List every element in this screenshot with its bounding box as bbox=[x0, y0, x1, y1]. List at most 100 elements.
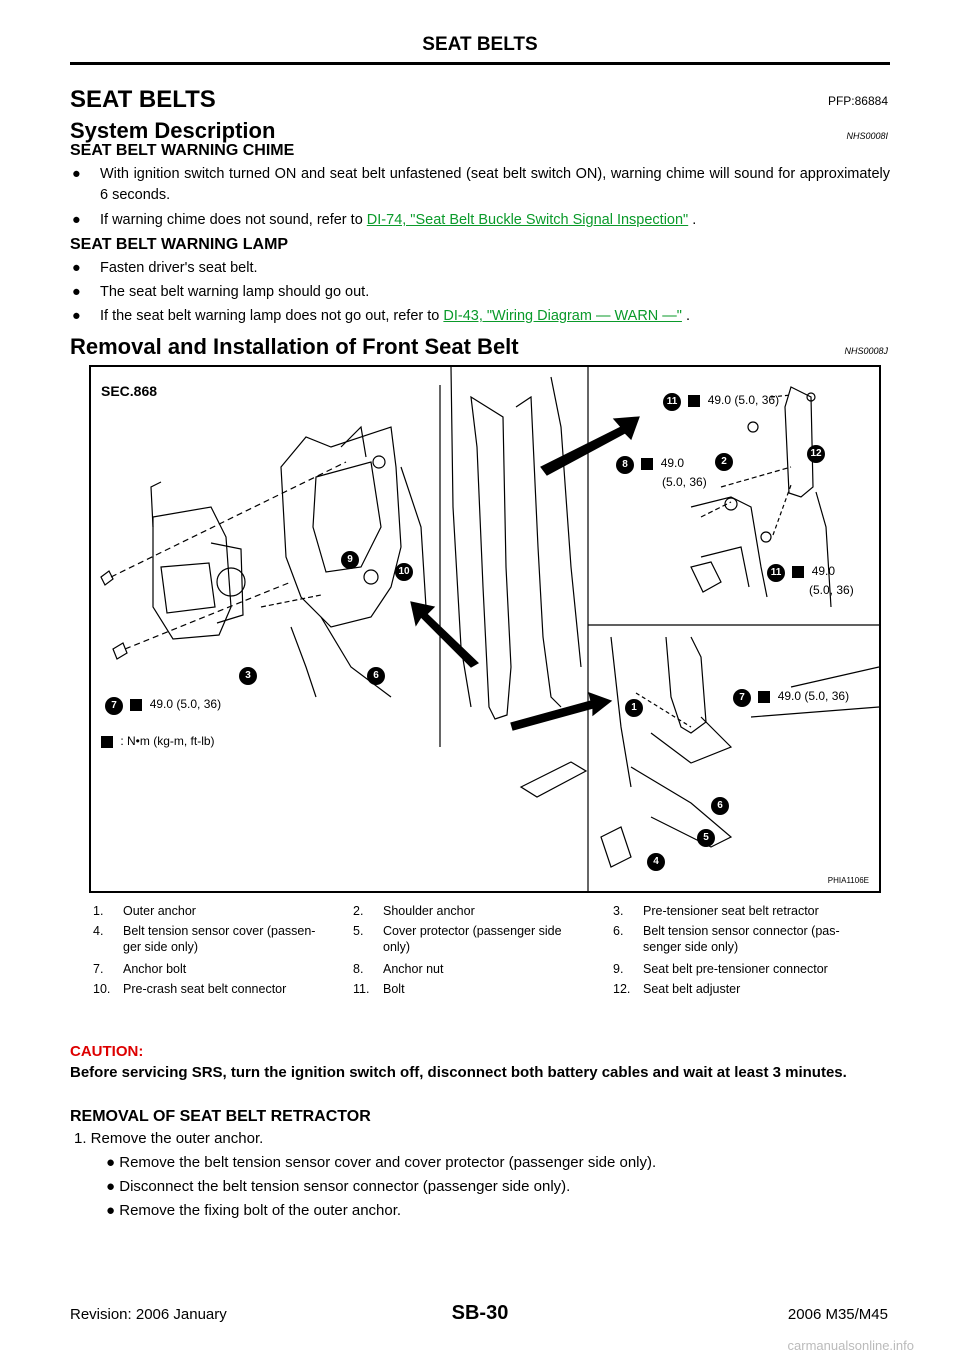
callout-1: 1 bbox=[625, 699, 643, 717]
bullet-text: With ignition switch turned ON and seat … bbox=[100, 166, 890, 203]
link-di-74[interactable]: DI-74, "Seat Belt Buckle Switch Signal I… bbox=[366, 212, 689, 228]
callout-7: 7 bbox=[733, 689, 751, 707]
torque-value-a: 49.0 bbox=[660, 456, 685, 470]
callout-10: 10 bbox=[395, 563, 413, 581]
callout-9: 9 bbox=[341, 551, 359, 569]
torque-icon bbox=[130, 698, 143, 711]
chime-bullet-2: ● If warning chime does not sound, refer… bbox=[72, 210, 890, 231]
system-description-title: System Description bbox=[70, 118, 276, 143]
torque-value: 49.0 (5.0, 36) bbox=[777, 689, 850, 703]
footer-model: 2006 M35/M45 bbox=[787, 1306, 888, 1323]
section-title: SEAT BELTS bbox=[70, 86, 216, 113]
legend-number: 12. bbox=[613, 982, 631, 996]
torque-icon bbox=[792, 565, 805, 578]
bullet-text: Remove the fixing bolt of the outer anch… bbox=[119, 1202, 402, 1219]
callout-6-left-wrap: 6 bbox=[367, 665, 385, 685]
callout-6: 6 bbox=[367, 667, 385, 685]
legend-number: 3. bbox=[613, 904, 624, 918]
bullet-dot: ● bbox=[106, 1202, 120, 1219]
bullet-dot: ● bbox=[106, 1154, 120, 1171]
period: . bbox=[681, 308, 691, 324]
header-rule bbox=[70, 62, 890, 65]
legend-number: 11. bbox=[353, 982, 370, 996]
legend-label: Seat belt pre-tensioner connector bbox=[643, 962, 828, 976]
lamp-bullet-3: ● If the seat belt warning lamp does not… bbox=[72, 306, 890, 327]
callout-2b: 2 bbox=[715, 453, 733, 471]
bullet-dot: ● bbox=[106, 1178, 120, 1195]
caution-heading: CAUTION: bbox=[70, 1043, 144, 1060]
torque-label-7-left: 7 49.0 (5.0, 36) bbox=[105, 697, 221, 715]
torque-icon bbox=[641, 457, 654, 470]
retractor-heading: REMOVAL OF SEAT BELT RETRACTOR bbox=[70, 1108, 371, 1125]
torque-label-7-right: 7 49.0 (5.0, 36) bbox=[733, 689, 849, 707]
callout-6-right-wrap: 6 bbox=[711, 795, 729, 815]
figure-code: PHIA1106E bbox=[827, 876, 869, 885]
bullet-text: If warning chime does not sound, refer t… bbox=[100, 212, 367, 228]
callout-9-wrap: 9 bbox=[341, 549, 359, 569]
torque-value-a: 49.0 bbox=[811, 564, 836, 578]
legend-label: Pre-tensioner seat belt retractor bbox=[643, 904, 819, 918]
system-description-code: NHS0008I bbox=[846, 131, 888, 141]
callout-3: 3 bbox=[239, 667, 257, 685]
legend-number: 6. bbox=[613, 924, 624, 938]
callout-5: 5 bbox=[697, 829, 715, 847]
callout-8: 8 bbox=[616, 456, 634, 474]
legend-label: Outer anchor bbox=[123, 904, 196, 918]
sec-code: SEC.868 bbox=[101, 383, 158, 399]
torque-value: 49.0 (5.0, 36) bbox=[149, 697, 222, 711]
torque-icon bbox=[688, 394, 701, 407]
page-header-title: SEAT BELTS bbox=[422, 34, 538, 55]
callout-12-wrap: 12 bbox=[807, 443, 825, 463]
bullet-text: The seat belt warning lamp should go out… bbox=[100, 284, 370, 300]
legend-label: Bolt bbox=[383, 982, 405, 996]
watermark: carmanualsonline.info bbox=[787, 1338, 914, 1353]
pfp-code: PFP:86884 bbox=[827, 94, 888, 108]
period: . bbox=[688, 212, 697, 228]
callout-5-wrap: 5 bbox=[697, 827, 715, 847]
torque-icon bbox=[101, 735, 113, 748]
legend-label: Cover protector (passenger side only) bbox=[383, 924, 562, 954]
legend-number: 7. bbox=[93, 962, 104, 976]
bullet-dot: ● bbox=[72, 284, 81, 300]
callout-11: 11 bbox=[663, 393, 681, 411]
torque-label-11-bottom: 11 49.0 (5.0, 36) bbox=[767, 563, 854, 598]
bullet-dot: ● bbox=[72, 212, 81, 228]
removal-code: NHS0008J bbox=[844, 346, 888, 356]
callout-11: 11 bbox=[767, 564, 785, 582]
footer-revision: Revision: 2006 January bbox=[70, 1306, 227, 1323]
callout-6: 6 bbox=[711, 797, 729, 815]
torque-icon bbox=[758, 690, 771, 703]
callout-1-wrap: 1 bbox=[625, 697, 643, 717]
legend-label: Seat belt adjuster bbox=[643, 982, 741, 996]
legend-label: Pre-crash seat belt connector bbox=[123, 982, 287, 996]
bullet-text: If the seat belt warning lamp does not g… bbox=[100, 308, 444, 324]
legend-number: 1. bbox=[93, 904, 104, 918]
unit-legend: : N•m (kg-m, ft-lb) bbox=[101, 734, 215, 748]
legend-number: 4. bbox=[93, 924, 104, 938]
lamp-bullet-1: ● Fasten driver's seat belt. bbox=[72, 258, 890, 279]
callout-4-wrap: 4 bbox=[647, 851, 665, 871]
callout-7: 7 bbox=[105, 697, 123, 715]
link-di-43[interactable]: DI-43, "Wiring Diagram — WARN —" bbox=[443, 308, 682, 324]
torque-value-b: (5.0, 36) bbox=[809, 583, 854, 597]
legend-label: Shoulder anchor bbox=[383, 904, 475, 918]
retractor-bullet-2: ● Disconnect the belt tension sensor con… bbox=[106, 1178, 570, 1195]
callout-10-wrap: 10 bbox=[395, 561, 413, 581]
legend-label: Belt tension sensor connector (pas- seng… bbox=[643, 924, 840, 954]
legend-label: Anchor bolt bbox=[123, 962, 187, 976]
torque-label-8: 8 49.0 (5.0, 36) bbox=[616, 455, 707, 490]
lamp-heading: SEAT BELT WARNING LAMP bbox=[70, 236, 289, 253]
torque-value: 49.0 (5.0, 36) bbox=[707, 393, 780, 407]
callout-4: 4 bbox=[647, 853, 665, 871]
legend-number: 9. bbox=[613, 962, 624, 976]
legend-number: 10. bbox=[93, 982, 111, 996]
callout-3-wrap: 3 bbox=[239, 665, 257, 685]
legend-number: 5. bbox=[353, 924, 364, 938]
unit-legend-text: : N•m (kg-m, ft-lb) bbox=[120, 734, 215, 748]
footer-page-number: SB-30 bbox=[451, 1302, 509, 1324]
legend-number: 2. bbox=[353, 904, 364, 918]
legend-label: Belt tension sensor cover (passen- ger s… bbox=[123, 924, 316, 954]
callout-12b: 12 bbox=[807, 445, 825, 463]
retractor-bullet-3: ● Remove the fixing bolt of the outer an… bbox=[106, 1202, 401, 1219]
caution-text: Before servicing SRS, turn the ignition … bbox=[70, 1064, 847, 1081]
